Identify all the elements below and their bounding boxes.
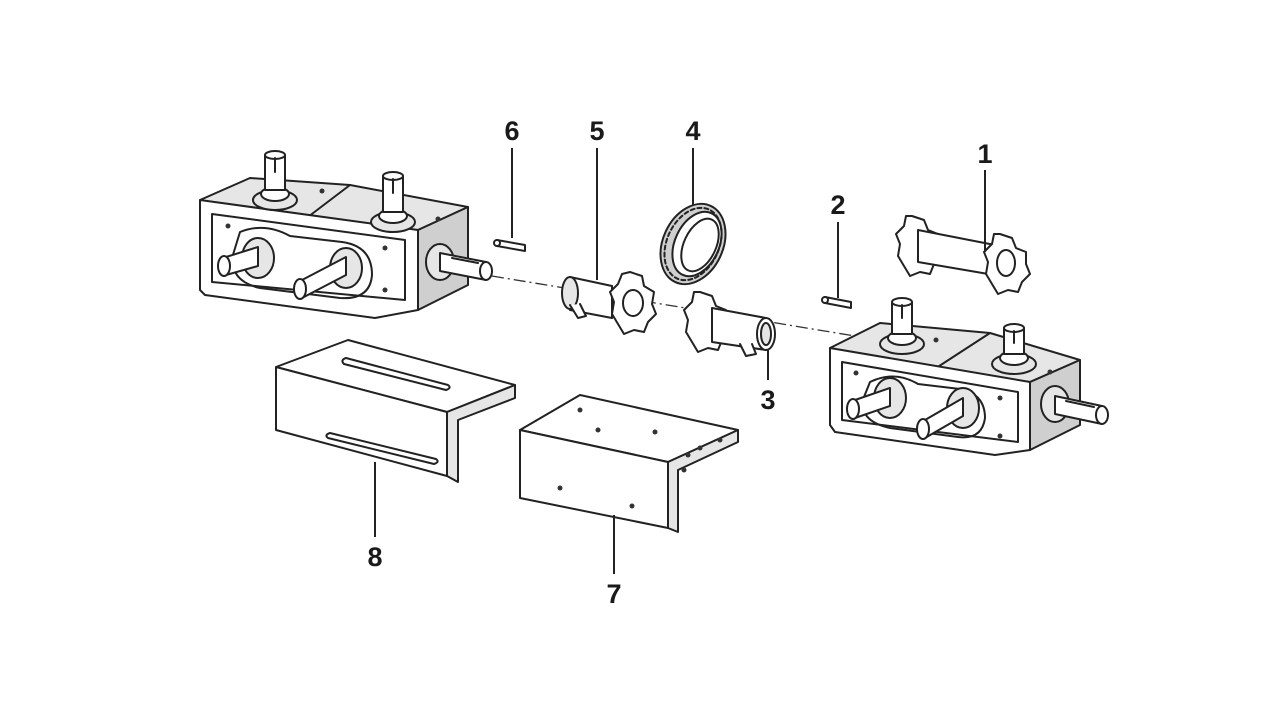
part-3-sprocket-hub xyxy=(683,291,776,357)
part-8-channel-bracket xyxy=(275,339,516,483)
part-2-pin xyxy=(821,296,852,309)
left-gearbox xyxy=(199,150,493,319)
part-5-sprocket-hub xyxy=(561,271,657,335)
right-gearbox xyxy=(829,297,1109,456)
part-6-pin xyxy=(493,239,526,252)
callout-label-3: 3 xyxy=(760,385,775,415)
callout-label-7: 7 xyxy=(606,579,621,609)
callout-label-1: 1 xyxy=(977,139,992,169)
callout-label-4: 4 xyxy=(685,116,700,146)
callout-label-6: 6 xyxy=(504,116,519,146)
callout-label-2: 2 xyxy=(830,190,845,220)
callout-label-5: 5 xyxy=(589,116,604,146)
leader-lines xyxy=(374,148,986,574)
part-7-angle-bracket xyxy=(519,394,739,533)
callout-labels: 1 2 3 4 5 6 7 8 xyxy=(367,116,992,609)
part-4-chain-coupling xyxy=(659,202,727,286)
part-1-double-sprocket xyxy=(895,215,1031,295)
callout-label-8: 8 xyxy=(367,542,382,572)
